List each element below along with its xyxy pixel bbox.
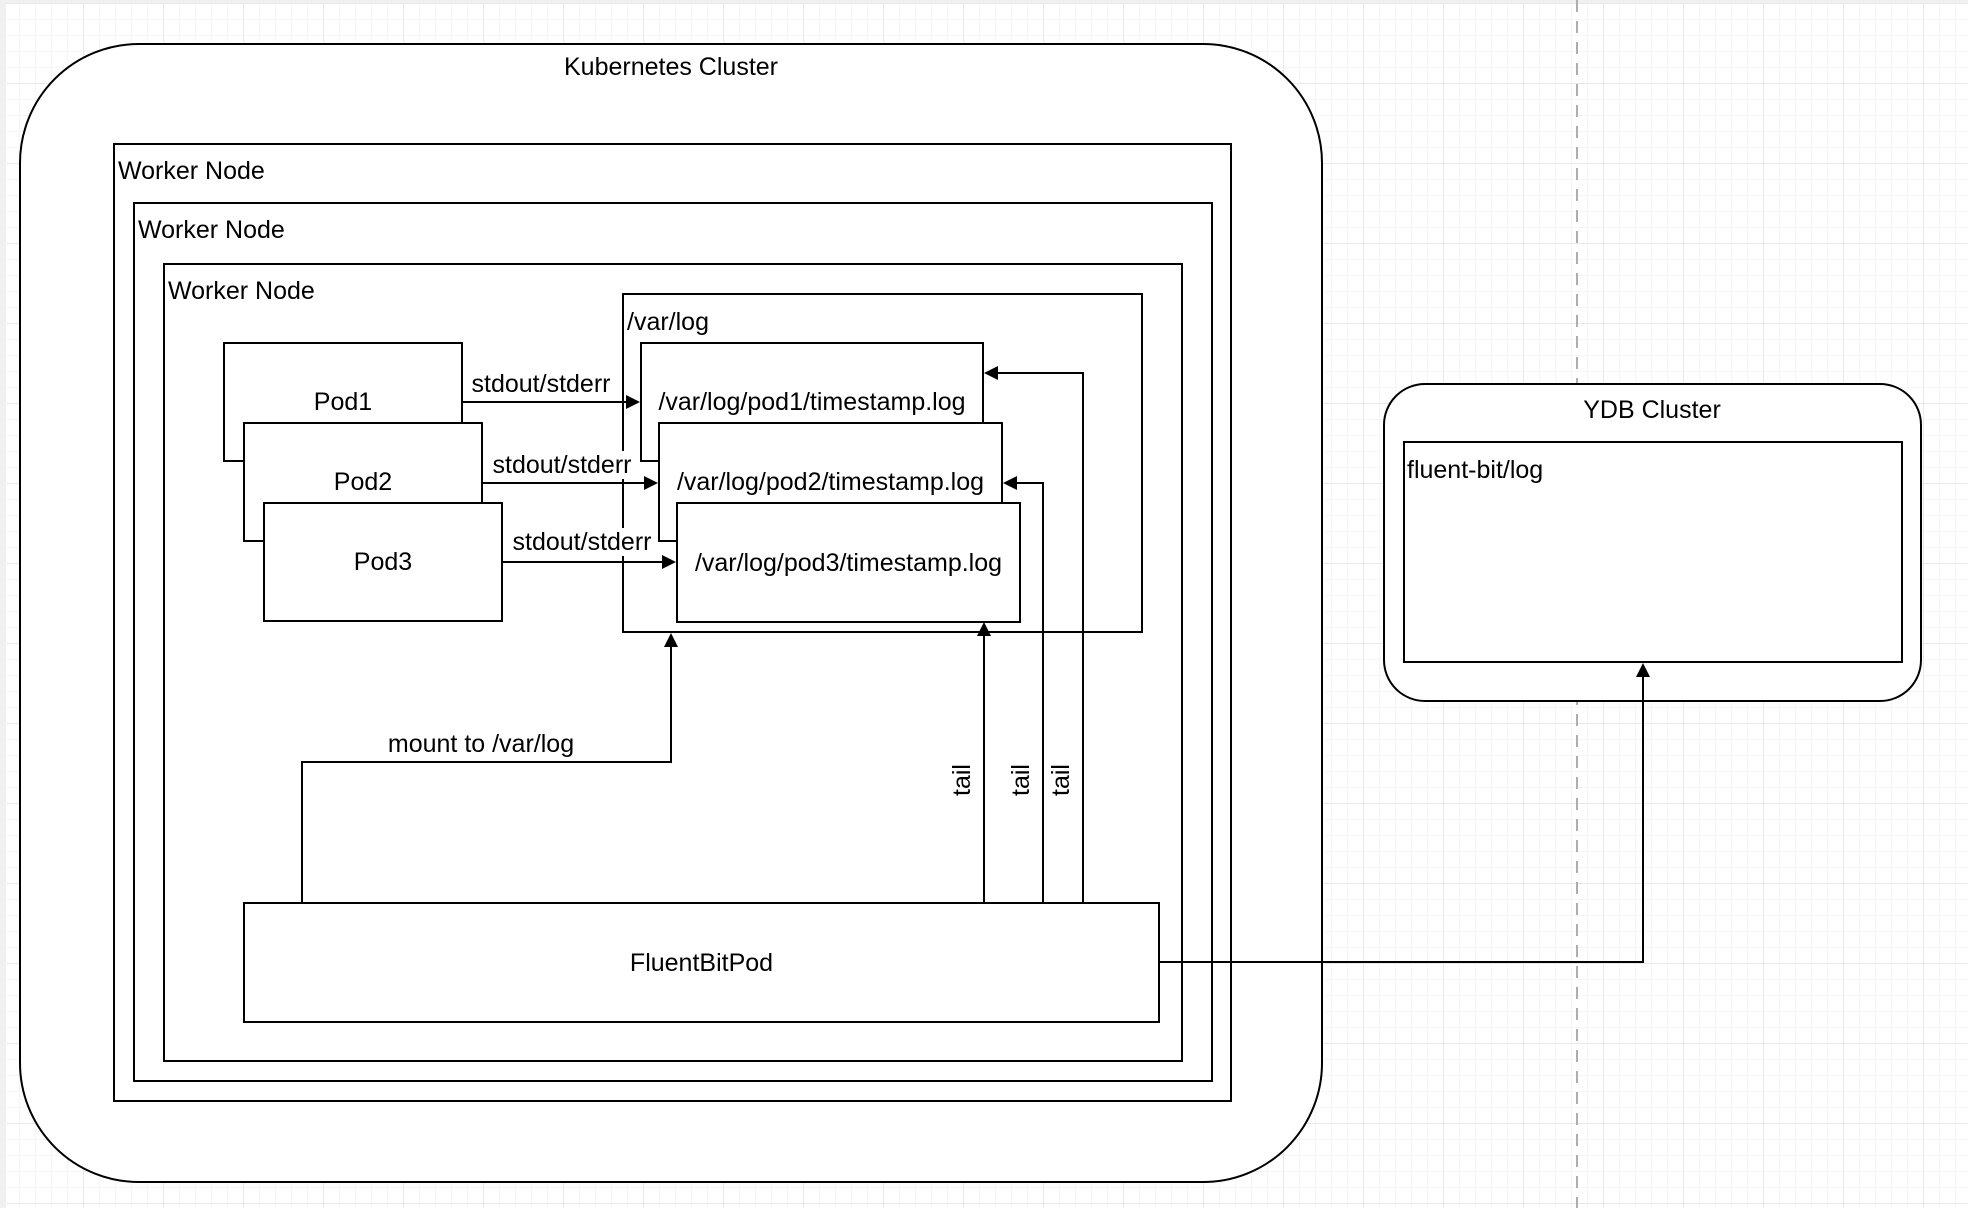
edge-stdout3-arrowhead: [662, 555, 676, 569]
log-file-pod3-box: /var/log/pod3/timestamp.log: [676, 502, 1021, 623]
fluent-bit-log-label: fluent-bit/log: [1407, 456, 1544, 484]
edge-tail-pod2-hline: [1017, 482, 1044, 484]
edge-stdout3-label: stdout/stderr: [510, 528, 654, 556]
pod3-box: Pod3: [263, 502, 503, 622]
edge-stdout2-label: stdout/stderr: [490, 451, 634, 479]
edge-stdout1-label: stdout/stderr: [469, 370, 613, 398]
worker-node-3-label: Worker Node: [168, 277, 315, 305]
var-log-label: /var/log: [627, 308, 709, 336]
edge-stdout3-line: [503, 561, 662, 563]
edge-fbp-ydb-vline: [1642, 677, 1644, 963]
canvas-edge-top: [0, 0, 1968, 3]
fluentbit-pod-box: FluentBitPod: [243, 902, 1160, 1023]
edge-stdout2-line: [483, 482, 644, 484]
edge-mount-vline2: [670, 647, 672, 763]
kubernetes-cluster-label: Kubernetes Cluster: [563, 53, 779, 81]
worker-node-2-label: Worker Node: [138, 216, 285, 244]
edge-fbp-ydb-arrowhead: [1636, 663, 1650, 677]
edge-mount-arrowhead: [664, 633, 678, 647]
edge-mount-label: mount to /var/log: [385, 730, 577, 758]
edge-stdout1-arrowhead: [626, 395, 640, 409]
edge-tail-pod2-vline: [1042, 483, 1044, 902]
edge-tail-pod3-vline: [983, 636, 985, 902]
edge-tail-pod3-arrowhead: [977, 622, 991, 636]
edge-mount-hline: [301, 761, 672, 763]
canvas-edge-left: [0, 0, 6, 1208]
edge-stdout2-arrowhead: [644, 476, 658, 490]
fluent-bit-log-box: [1403, 441, 1903, 663]
edge-tail-pod1-label: tail: [1047, 762, 1075, 798]
edge-stdout1-line: [463, 401, 628, 403]
edge-tail-pod1-arrowhead: [984, 366, 998, 380]
edge-mount-vline1: [301, 762, 303, 902]
edge-tail-pod2-arrowhead: [1003, 476, 1017, 490]
ydb-cluster-label: YDB Cluster: [1583, 396, 1721, 424]
edge-tail-pod1-hline: [998, 372, 1084, 374]
edge-tail-pod2-label: tail: [1007, 762, 1035, 798]
worker-node-1-label: Worker Node: [118, 157, 265, 185]
edge-tail-pod3-label: tail: [948, 762, 976, 798]
edge-tail-pod1-vline: [1082, 373, 1084, 902]
edge-fbp-ydb-hline: [1160, 961, 1643, 963]
